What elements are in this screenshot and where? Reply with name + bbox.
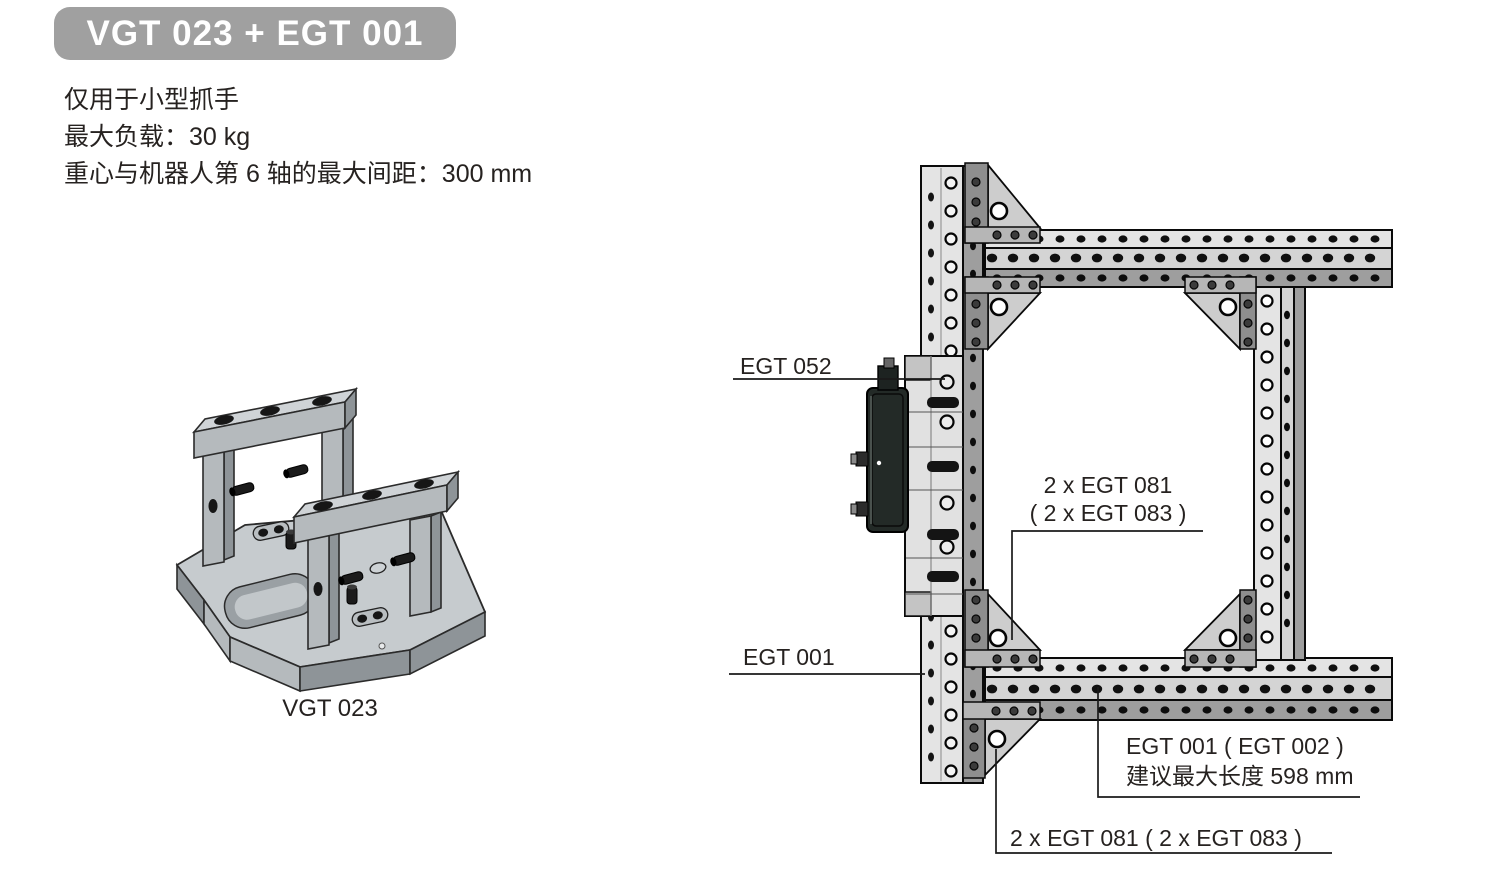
frame-bottom-beam (984, 657, 1393, 721)
title-badge: VGT 023 + EGT 001 (54, 7, 456, 60)
spec-text: 仅用于小型抓手 最大负载：30 kg 重心与机器人第 6 轴的最大间距：300 … (64, 82, 532, 193)
part-pegs (229, 464, 309, 550)
callout-egt001-max-length-line2: 建议最大长度 598 mm (1126, 763, 1354, 789)
part-caption: VGT 023 (282, 695, 378, 722)
part-ring-hole (369, 562, 387, 574)
leader-egt081-mid (1011, 530, 1203, 640)
leader-egt001-max-length (1097, 687, 1360, 798)
part-left-bracket (191, 386, 359, 567)
leader-egt081-bottom (995, 749, 1332, 854)
egt052-device (850, 355, 964, 617)
callout-egt081-mid-line1: 2 x EGT 081 (1043, 472, 1173, 498)
spec-line-usage: 仅用于小型抓手 (64, 86, 240, 114)
part-slot (252, 521, 290, 541)
part-pegs (338, 552, 416, 605)
gripper-body (866, 387, 909, 533)
gusset-top-left-upper (964, 162, 1042, 244)
gusset-top-left-lower (964, 276, 1043, 352)
callout-egt052: EGT 052 (740, 353, 832, 379)
callout-leader-lines (729, 378, 1360, 854)
part-right-bracket (291, 469, 461, 650)
part-pin-hole (378, 642, 386, 650)
spec-line-max-load: 最大负载：30 kg (64, 123, 251, 151)
callout-egt081-mid: 2 x EGT 081 ( 2 x EGT 083 ) (1002, 471, 1214, 527)
frame-right-column (1253, 286, 1306, 661)
callout-egt081-bottom: 2 x EGT 081 ( 2 x EGT 083 ) (1010, 825, 1302, 851)
callout-egt081-mid-line2: ( 2 x EGT 083 ) (1029, 500, 1187, 526)
gusset-bottom-left-lower (962, 701, 1043, 779)
part-base-face (409, 610, 486, 676)
spec-line-cog-distance: 重心与机器人第 6 轴的最大间距：300 mm (64, 160, 533, 188)
part-slot (351, 607, 389, 627)
gusset-top-right (1182, 276, 1257, 352)
gusset-bottom-left-upper (964, 589, 1043, 668)
callout-egt001-max-length-line1: EGT 001 ( EGT 002 ) (1126, 733, 1344, 759)
frame-top-beam (984, 229, 1393, 288)
gusset-bottom-right (1182, 589, 1257, 668)
frame-assembly (850, 162, 1393, 784)
vgt023-part-illustration (175, 386, 487, 693)
callout-egt001: EGT 001 (743, 644, 835, 670)
callout-egt001-max-length: EGT 001 ( EGT 002 ) 建议最大长度 598 mm (1126, 731, 1353, 791)
